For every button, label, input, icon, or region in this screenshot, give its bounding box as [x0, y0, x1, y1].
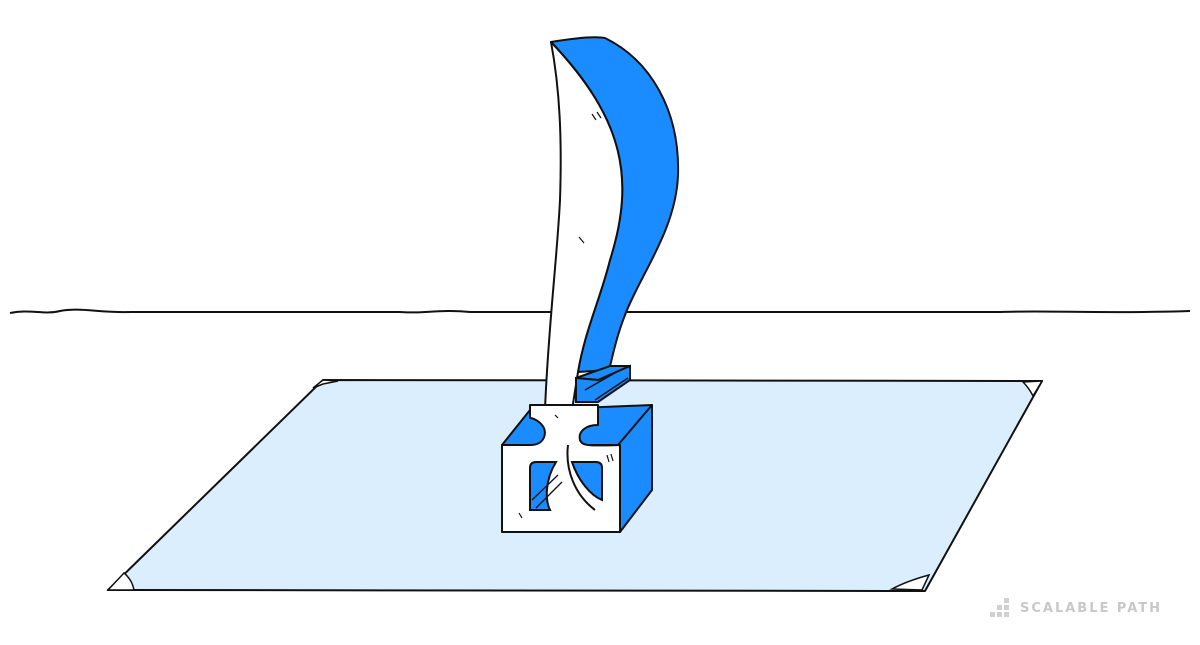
base-window-right	[570, 461, 603, 502]
plate-clip-top-right	[1021, 380, 1044, 398]
brand-logo: SCALABLE PATH	[990, 598, 1162, 618]
plate-clip-bottom-left	[106, 571, 135, 591]
shine-mark	[591, 111, 602, 121]
plate-clip-bottom-right	[889, 573, 931, 591]
base-window	[529, 461, 558, 511]
horizon-line	[9, 308, 1191, 314]
shine-mark	[578, 236, 585, 244]
ascending-blocks-icon	[990, 598, 1009, 617]
plate-clip-top-left	[312, 379, 339, 389]
brand-name: SCALABLE PATH	[1020, 600, 1163, 616]
rail-side	[575, 364, 631, 403]
